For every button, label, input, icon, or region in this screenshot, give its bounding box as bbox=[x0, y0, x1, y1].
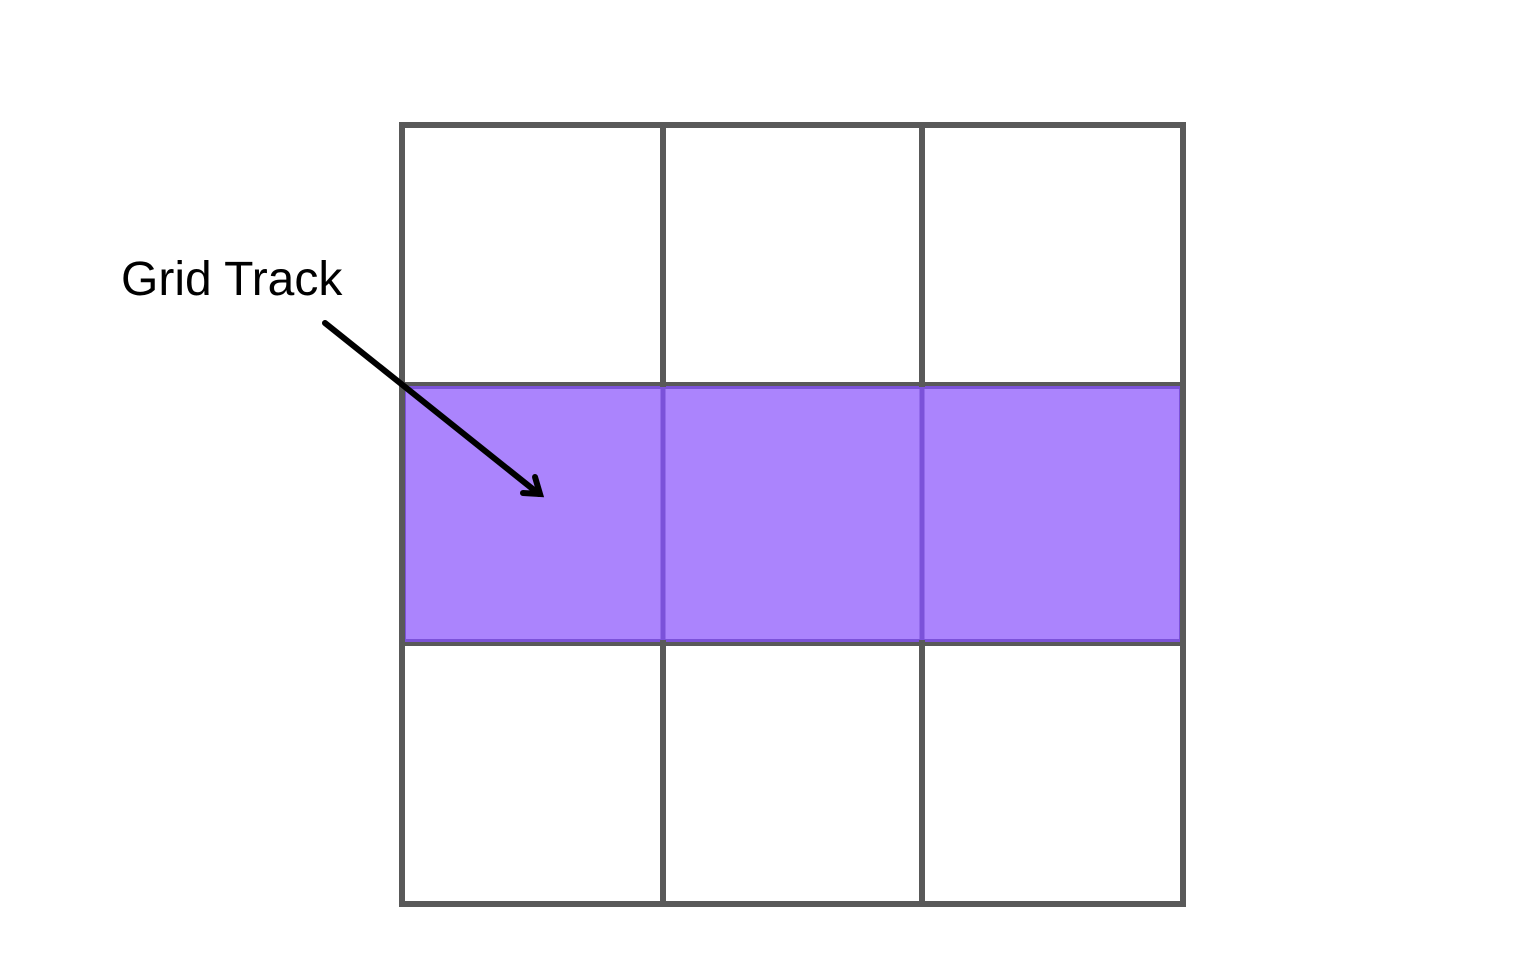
arrow-head-icon bbox=[520, 474, 545, 498]
track-cell-2 bbox=[663, 384, 922, 643]
grid-track-highlight bbox=[401, 384, 1184, 644]
arrow-shaft bbox=[322, 320, 542, 497]
track-cell-1 bbox=[402, 384, 663, 643]
annotation-label: Grid Track bbox=[121, 253, 343, 306]
track-cell-3 bbox=[922, 384, 1183, 643]
grid-lines bbox=[399, 122, 1186, 907]
annotation-arrow bbox=[322, 320, 545, 498]
grid-outer-border bbox=[399, 122, 1186, 907]
